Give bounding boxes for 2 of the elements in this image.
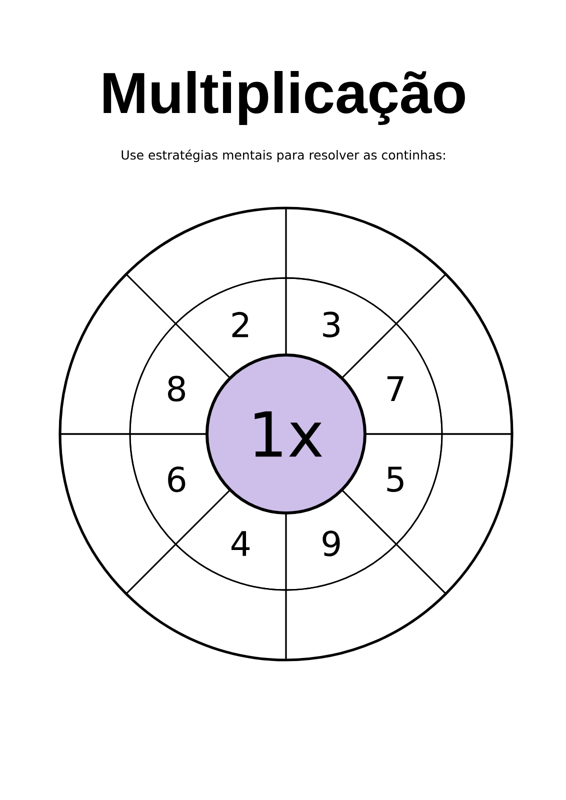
instruction-text: Use estratégias mentais para resolver as continhas: (122, 150, 445, 162)
title: Multiplicação (104, 70, 465, 126)
